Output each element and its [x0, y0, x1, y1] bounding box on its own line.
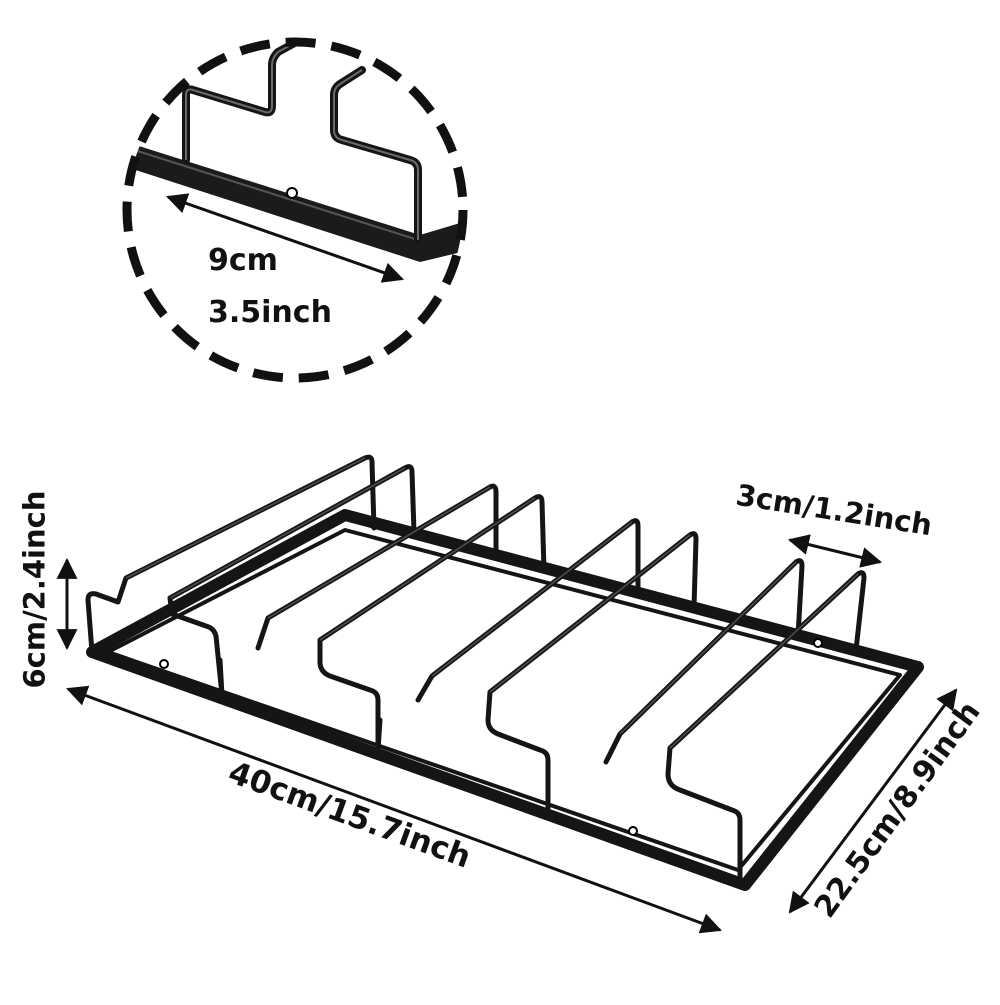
rack-rails	[85, 454, 867, 883]
detail-width-inch-label: 3.5inch	[208, 295, 332, 330]
slot-width-arrow	[787, 534, 883, 568]
depth-arrow	[788, 688, 958, 914]
detail-circle-border	[122, 37, 468, 383]
height-label: 6cm/2.4inch	[17, 490, 52, 689]
detail-zoom	[122, 37, 468, 383]
length-arrow	[66, 685, 722, 934]
rack-main	[85, 454, 924, 891]
detail-width-cm-label: 9cm	[208, 243, 278, 278]
detail-rack-closeup	[127, 42, 463, 283]
dimension-arrows	[56, 534, 958, 934]
